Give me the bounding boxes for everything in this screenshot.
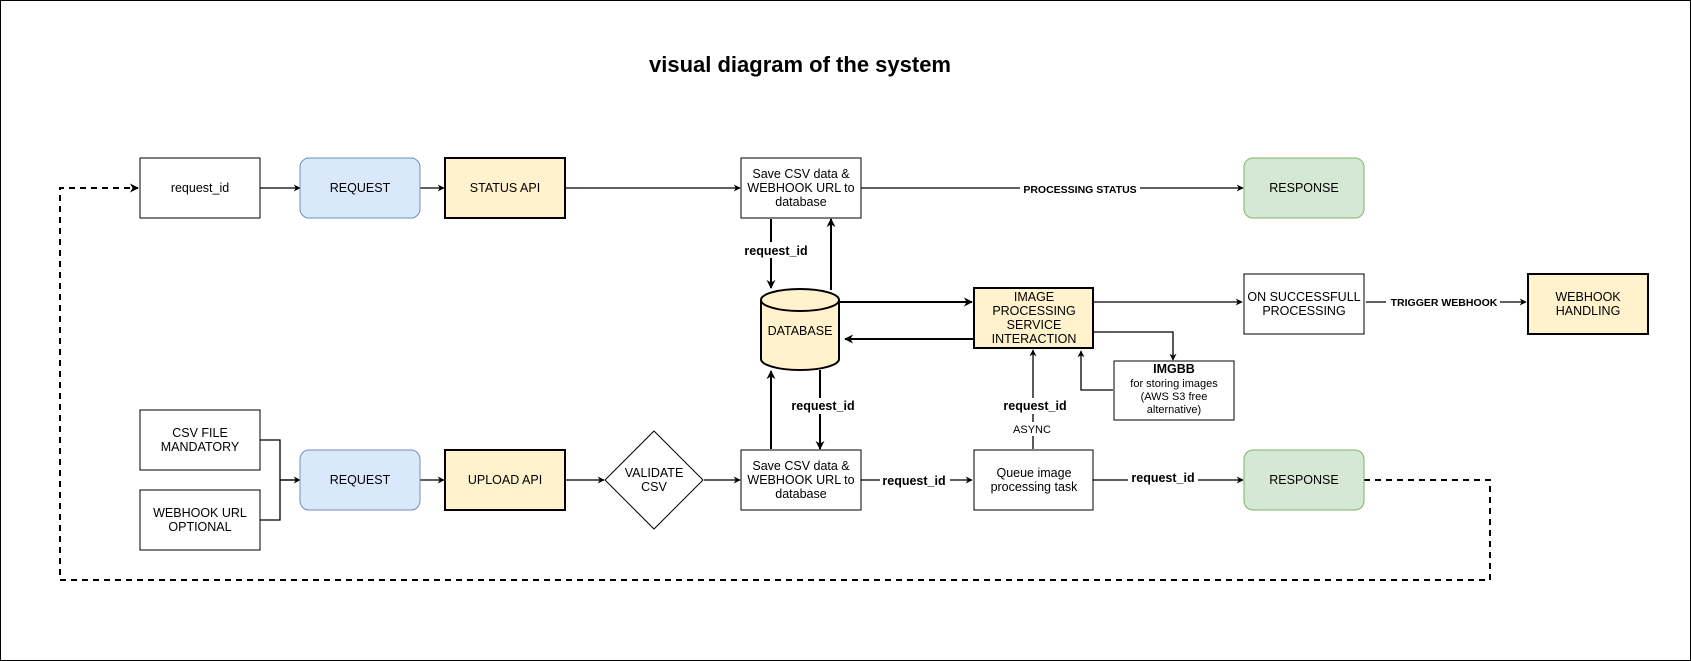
node-webhook-url-shape [139, 489, 261, 551]
label-processing-status: PROCESSING STATUS [1023, 184, 1136, 196]
label-request-id-async: request_id [1003, 399, 1066, 413]
node-status-api: STATUS API [470, 181, 540, 195]
node-status-api-shape [444, 157, 566, 219]
database-line-1: DATABASE [768, 324, 833, 338]
node-upload-request: REQUEST [330, 473, 391, 487]
queue-line-1: Queue image [996, 466, 1071, 480]
edge-response-loop-to-request-id [59, 183, 1491, 581]
node-save-top-shape [740, 157, 862, 219]
node-imgbb-line-2: (AWS S3 free [1141, 391, 1208, 403]
node-imgbb-line-3: alternative) [1147, 404, 1201, 416]
upload-request-line-1: REQUEST [330, 473, 391, 487]
node-upload-api-shape [444, 449, 566, 511]
diagram-title: visual diagram of the system [649, 52, 951, 77]
image-processing-line-1: IMAGE [1014, 290, 1054, 304]
edge-image-processing-to-imgbb [1093, 331, 1177, 361]
save-bottom-line-2: WEBHOOK URL to [747, 473, 854, 487]
node-response-top-shape [1243, 157, 1365, 219]
node-response-bottom-shape [1243, 449, 1365, 511]
csv-file-line-2: MANDATORY [161, 440, 240, 454]
label-request-id-top: request_id [744, 244, 807, 258]
node-request-id-shape [139, 157, 261, 219]
node-status-request: REQUEST [330, 181, 391, 195]
node-on-success-shape [1243, 273, 1365, 335]
status-request-id-line-1: request_id [171, 181, 229, 195]
validate-line-2: CSV [641, 480, 667, 494]
node-imgbb-title: IMGBB [1153, 362, 1195, 376]
image-processing-line-2: PROCESSING [992, 304, 1075, 318]
label-request-id-save-queue: request_id [882, 474, 945, 488]
response-top-line-1: RESPONSE [1269, 181, 1338, 195]
node-database-top [760, 288, 840, 312]
node-database-body [760, 300, 840, 371]
image-processing-line-4: INTERACTION [992, 332, 1077, 346]
status-api-line-1: STATUS API [470, 181, 540, 195]
node-upload-api: UPLOAD API [468, 473, 542, 487]
node-validate-shape [604, 430, 704, 530]
response-bottom-line-1: RESPONSE [1269, 473, 1338, 487]
label-async: ASYNC [1013, 424, 1051, 436]
save-top-line-3: database [775, 195, 826, 209]
node-queue-shape [973, 449, 1094, 511]
on-success-line-1: ON SUCCESSFULL [1247, 290, 1360, 304]
queue-line-2: processing task [991, 480, 1079, 494]
status-request-line-1: REQUEST [330, 181, 391, 195]
node-imgbb-line-1: for storing images [1130, 378, 1218, 390]
node-image-processing-shape [973, 287, 1094, 349]
save-top-line-2: WEBHOOK URL to [747, 181, 854, 195]
node-upload-request-shape [299, 449, 421, 511]
image-processing-line-3: SERVICE [1007, 318, 1062, 332]
node-request-id: request_id [171, 181, 229, 195]
node-webhook-handling-shape [1527, 273, 1649, 335]
save-bottom-line-1: Save CSV data & [752, 459, 850, 473]
node-save-bottom-shape [740, 449, 862, 511]
on-success-line-2: PROCESSING [1262, 304, 1345, 318]
webhook-handling-line-2: HANDLING [1556, 304, 1621, 318]
webhook-url-line-2: OPTIONAL [168, 520, 231, 534]
save-top-line-1: Save CSV data & [752, 167, 850, 181]
node-status-request-shape [299, 157, 421, 219]
node-response-bottom: RESPONSE [1269, 473, 1338, 487]
csv-file-line-1: CSV FILE [172, 426, 228, 440]
label-request-id-mid: request_id [791, 399, 854, 413]
label-request-id-queue-response: request_id [1131, 471, 1194, 485]
label-trigger-webhook: TRIGGER WEBHOOK [1391, 297, 1498, 309]
webhook-url-line-1: WEBHOOK URL [153, 506, 247, 520]
node-response-top: RESPONSE [1269, 181, 1338, 195]
edge-imgbb-to-image-processing [1077, 350, 1113, 391]
save-bottom-line-3: database [775, 487, 826, 501]
node-database: DATABASE [768, 324, 833, 338]
node-csv-file-shape [139, 409, 261, 471]
validate-line-1: VALIDATE [625, 466, 684, 480]
webhook-handling-line-1: WEBHOOK [1555, 290, 1621, 304]
node-imgbb-shape [1113, 360, 1235, 421]
upload-api-line-1: UPLOAD API [468, 473, 542, 487]
